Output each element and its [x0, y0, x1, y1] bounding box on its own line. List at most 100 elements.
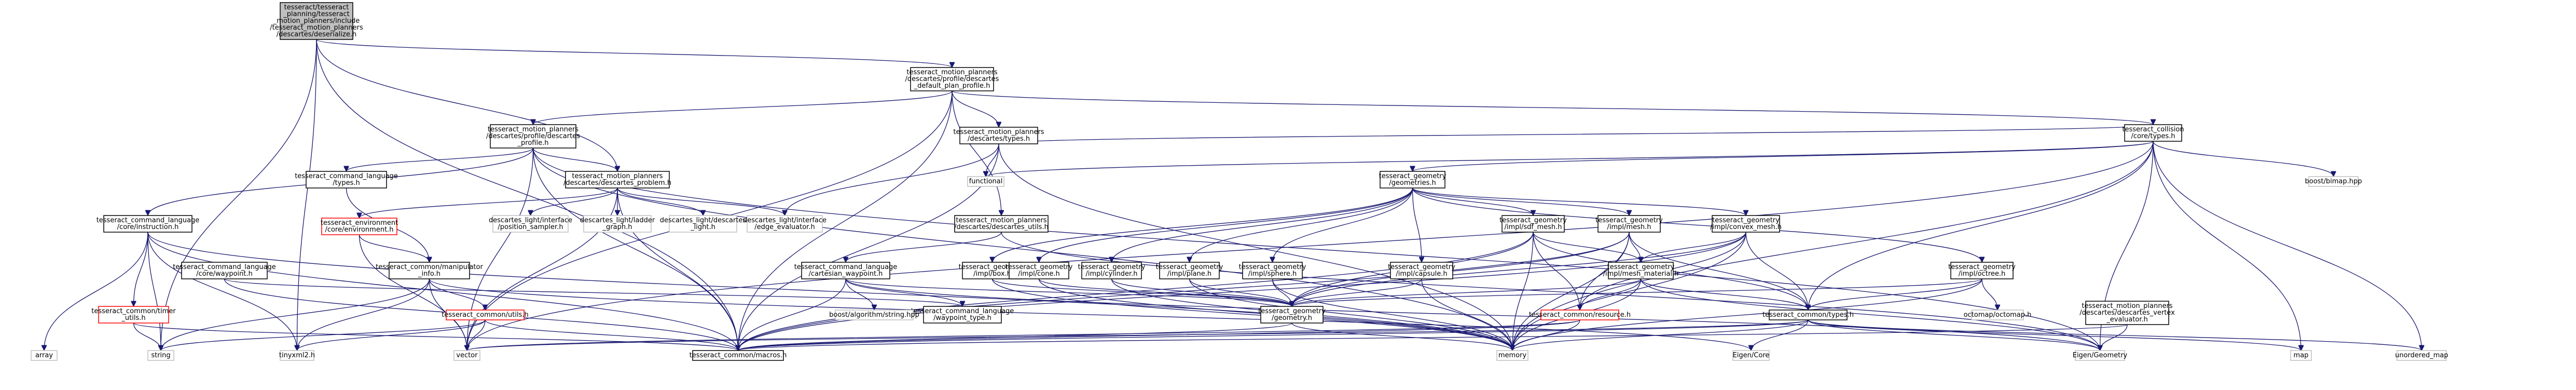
node-descartes-utils[interactable]: tesseract_motion_planners/descartes/desc…: [954, 215, 1049, 233]
node-descartes-profile[interactable]: tesseract_motion_planners/descartes/prof…: [486, 124, 580, 149]
node-map: map: [2290, 350, 2312, 361]
node-tinyxml2: tinyxml2.h: [279, 350, 315, 361]
edge-instruction-to-array: [44, 232, 148, 351]
node-label: _light.h: [690, 223, 715, 231]
node-convex-mesh[interactable]: tesseract_geometry/impl/convex_mesh.h: [1710, 215, 1782, 233]
node-label: /descartes/types.h: [968, 135, 1030, 143]
node-instruction[interactable]: tesseract_command_language/core/instruct…: [97, 215, 200, 233]
node-cylinder[interactable]: tesseract_geometry/impl/cylinder.h: [1078, 262, 1146, 279]
node-geometry-h[interactable]: tesseract_geometry/geometry.h: [1258, 306, 1326, 324]
node-label: descartes_light/ladder: [580, 217, 655, 224]
edge-instruction-to-memory: [147, 232, 1512, 351]
edge-octree-to-octomap: [1981, 278, 1998, 310]
node-label: /impl/sphere.h: [1248, 270, 1297, 278]
edge-capsule-to-geometry-h: [1292, 278, 1422, 307]
node-mesh[interactable]: tesseract_geometry/impl/mesh.h: [1595, 215, 1663, 233]
node-label: tesseract_motion_planners: [2082, 302, 2172, 310]
edge-environment-to-manipulator-info: [359, 234, 430, 263]
edge-common-utils-to-tinyxml2: [297, 319, 486, 351]
node-octree[interactable]: tesseract_geometry/impl/octree.h: [1948, 262, 2016, 279]
node-waypoint-type[interactable]: tesseract_command_language/waypoint_type…: [911, 306, 1014, 324]
node-resource[interactable]: tesseract_common/resource.h: [1529, 310, 1631, 320]
node-label: /types.h: [333, 179, 360, 187]
edge-cartesian-waypoint-to-geometry-h: [845, 278, 1292, 307]
edge-descartes-problem-to-environment: [360, 187, 618, 219]
node-label: tesseract_command_language: [794, 263, 898, 271]
edge-descartes-problem-to-descartes-light: [617, 187, 703, 216]
node-label: array: [35, 352, 53, 359]
edge-resource-to-memory: [1512, 319, 1580, 351]
edge-mesh-to-geometry-h: [1292, 232, 1630, 306]
node-plane[interactable]: tesseract_geometry/impl/plane.h: [1156, 262, 1223, 279]
node-collision-types[interactable]: tesseract_collision/core/types.h: [2122, 124, 2184, 142]
edge-common-types-to-macros: [738, 319, 1809, 351]
edge-root-to-descartes-problem: [316, 39, 617, 171]
node-command-language-waypoint[interactable]: tesseract_command_language/core/waypoint…: [173, 262, 276, 279]
edge-mesh-material-to-geometry-h: [1292, 278, 1642, 307]
node-label: /descartes/descartes_vertex: [2079, 309, 2175, 317]
node-descartes-problem[interactable]: tesseract_motion_planners/descartes/desc…: [563, 171, 671, 189]
node-label: /descartes/profile/descartes: [486, 132, 580, 140]
edge-timer-utils-to-macros: [133, 322, 738, 351]
node-label: tesseract_geometry: [1607, 263, 1675, 271]
node-default-plan-profile[interactable]: tesseract_motion_planners/descartes/prof…: [905, 67, 999, 91]
edge-instruction-to-timer-utils: [134, 232, 148, 306]
edge-cylinder-to-geometry-h: [1111, 278, 1292, 307]
edge-descartes-utils-to-eigen-geometry: [1001, 232, 2100, 351]
node-common-types[interactable]: tesseract_common/types.h: [1762, 310, 1854, 320]
node-memory: memory: [1496, 350, 1528, 361]
edge-collision-types-to-map: [2153, 141, 2301, 351]
node-label: _utils.h: [121, 314, 145, 322]
node-manipulator-info[interactable]: tesseract_common/manipulator_info.h: [376, 262, 483, 279]
edge-descartes-profile-to-memory: [532, 147, 1513, 351]
edge-mesh-material-to-eigen-geometry: [1640, 278, 2100, 351]
node-label: /waypoint_type.h: [933, 314, 991, 322]
node-label: tesseract_geometry: [1712, 217, 1780, 224]
edge-instruction-to-tinyxml2: [147, 232, 297, 351]
node-cartesian-waypoint[interactable]: tesseract_command_language/cartesian_way…: [794, 262, 898, 279]
edge-plane-to-geometry-h: [1189, 278, 1292, 307]
edge-geometries-to-mesh: [1412, 187, 1630, 216]
node-cone[interactable]: tesseract_geometry/impl/cone.h: [1005, 262, 1073, 279]
node-sdf-mesh[interactable]: tesseract_geometry/impl/sdf_mesh.h: [1499, 215, 1567, 233]
node-label: tesseract_common/resource.h: [1529, 311, 1631, 319]
node-timer-utils[interactable]: tesseract_common/timer_utils.h: [91, 306, 176, 324]
node-command-language-types[interactable]: tesseract_command_language/types.h: [295, 171, 398, 189]
node-label: tesseract_geometry: [1239, 263, 1306, 271]
node-label: _motion_planners/include: [273, 17, 360, 25]
edge-geometry-h-to-memory: [1291, 322, 1512, 351]
edge-manipulator-info-to-eigen-core: [429, 278, 1752, 351]
edge-common-types-to-memory: [1512, 319, 1809, 351]
edge-cartesian-waypoint-to-waypoint-type: [845, 278, 962, 307]
node-label: /impl/cylinder.h: [1086, 270, 1138, 278]
node-boost-string: boost/algorithm/string.hpp: [829, 310, 919, 320]
node-macros[interactable]: tesseract_common/macros.h: [690, 350, 787, 361]
node-ladder-graph: descartes_light/ladder_graph.h: [580, 215, 655, 233]
edge-root-to-default-plan-profile: [316, 39, 952, 68]
edge-collision-types-to-vector: [467, 141, 2154, 351]
edge-descartes-types-to-functional: [986, 143, 999, 177]
node-label: tesseract_command_language: [295, 172, 398, 180]
node-label: /impl/cone.h: [1018, 270, 1060, 278]
edge-cone-to-geometry-h: [1038, 278, 1292, 307]
node-geometries[interactable]: tesseract_geometry/geometries.h: [1379, 171, 1447, 189]
node-label: descartes_light/interface: [489, 217, 572, 224]
node-label: tesseract_geometry: [1258, 307, 1326, 315]
edge-convex-mesh-to-mesh-material: [1641, 232, 1746, 263]
node-mesh-material[interactable]: tesseract_geometry/impl/mesh_material.h: [1603, 262, 1679, 279]
node-environment[interactable]: tesseract_environment/core/environment.h: [321, 218, 398, 235]
edge-collision-types-to-boost-bimap: [2153, 141, 2334, 177]
node-label: map: [2294, 352, 2309, 359]
edge-default-plan-profile-to-descartes-profile: [533, 90, 953, 125]
node-capsule[interactable]: tesseract_geometry/impl/capsule.h: [1388, 262, 1455, 279]
node-descartes-types[interactable]: tesseract_motion_planners/descartes/type…: [953, 127, 1044, 144]
edge-geometries-to-octree: [1412, 187, 1982, 262]
edge-default-plan-profile-to-descartes-types: [952, 90, 999, 128]
node-sphere[interactable]: tesseract_geometry/impl/sphere.h: [1239, 262, 1306, 279]
node-descartes-vertex-evaluator[interactable]: tesseract_motion_planners/descartes/desc…: [2079, 301, 2175, 325]
node-label: memory: [1498, 352, 1527, 359]
node-label: _default_plan_profile.h: [914, 82, 990, 90]
node-label: _planning/tesseract: [283, 10, 350, 18]
node-common-utils[interactable]: tesseract_common/utils.h: [442, 310, 529, 320]
